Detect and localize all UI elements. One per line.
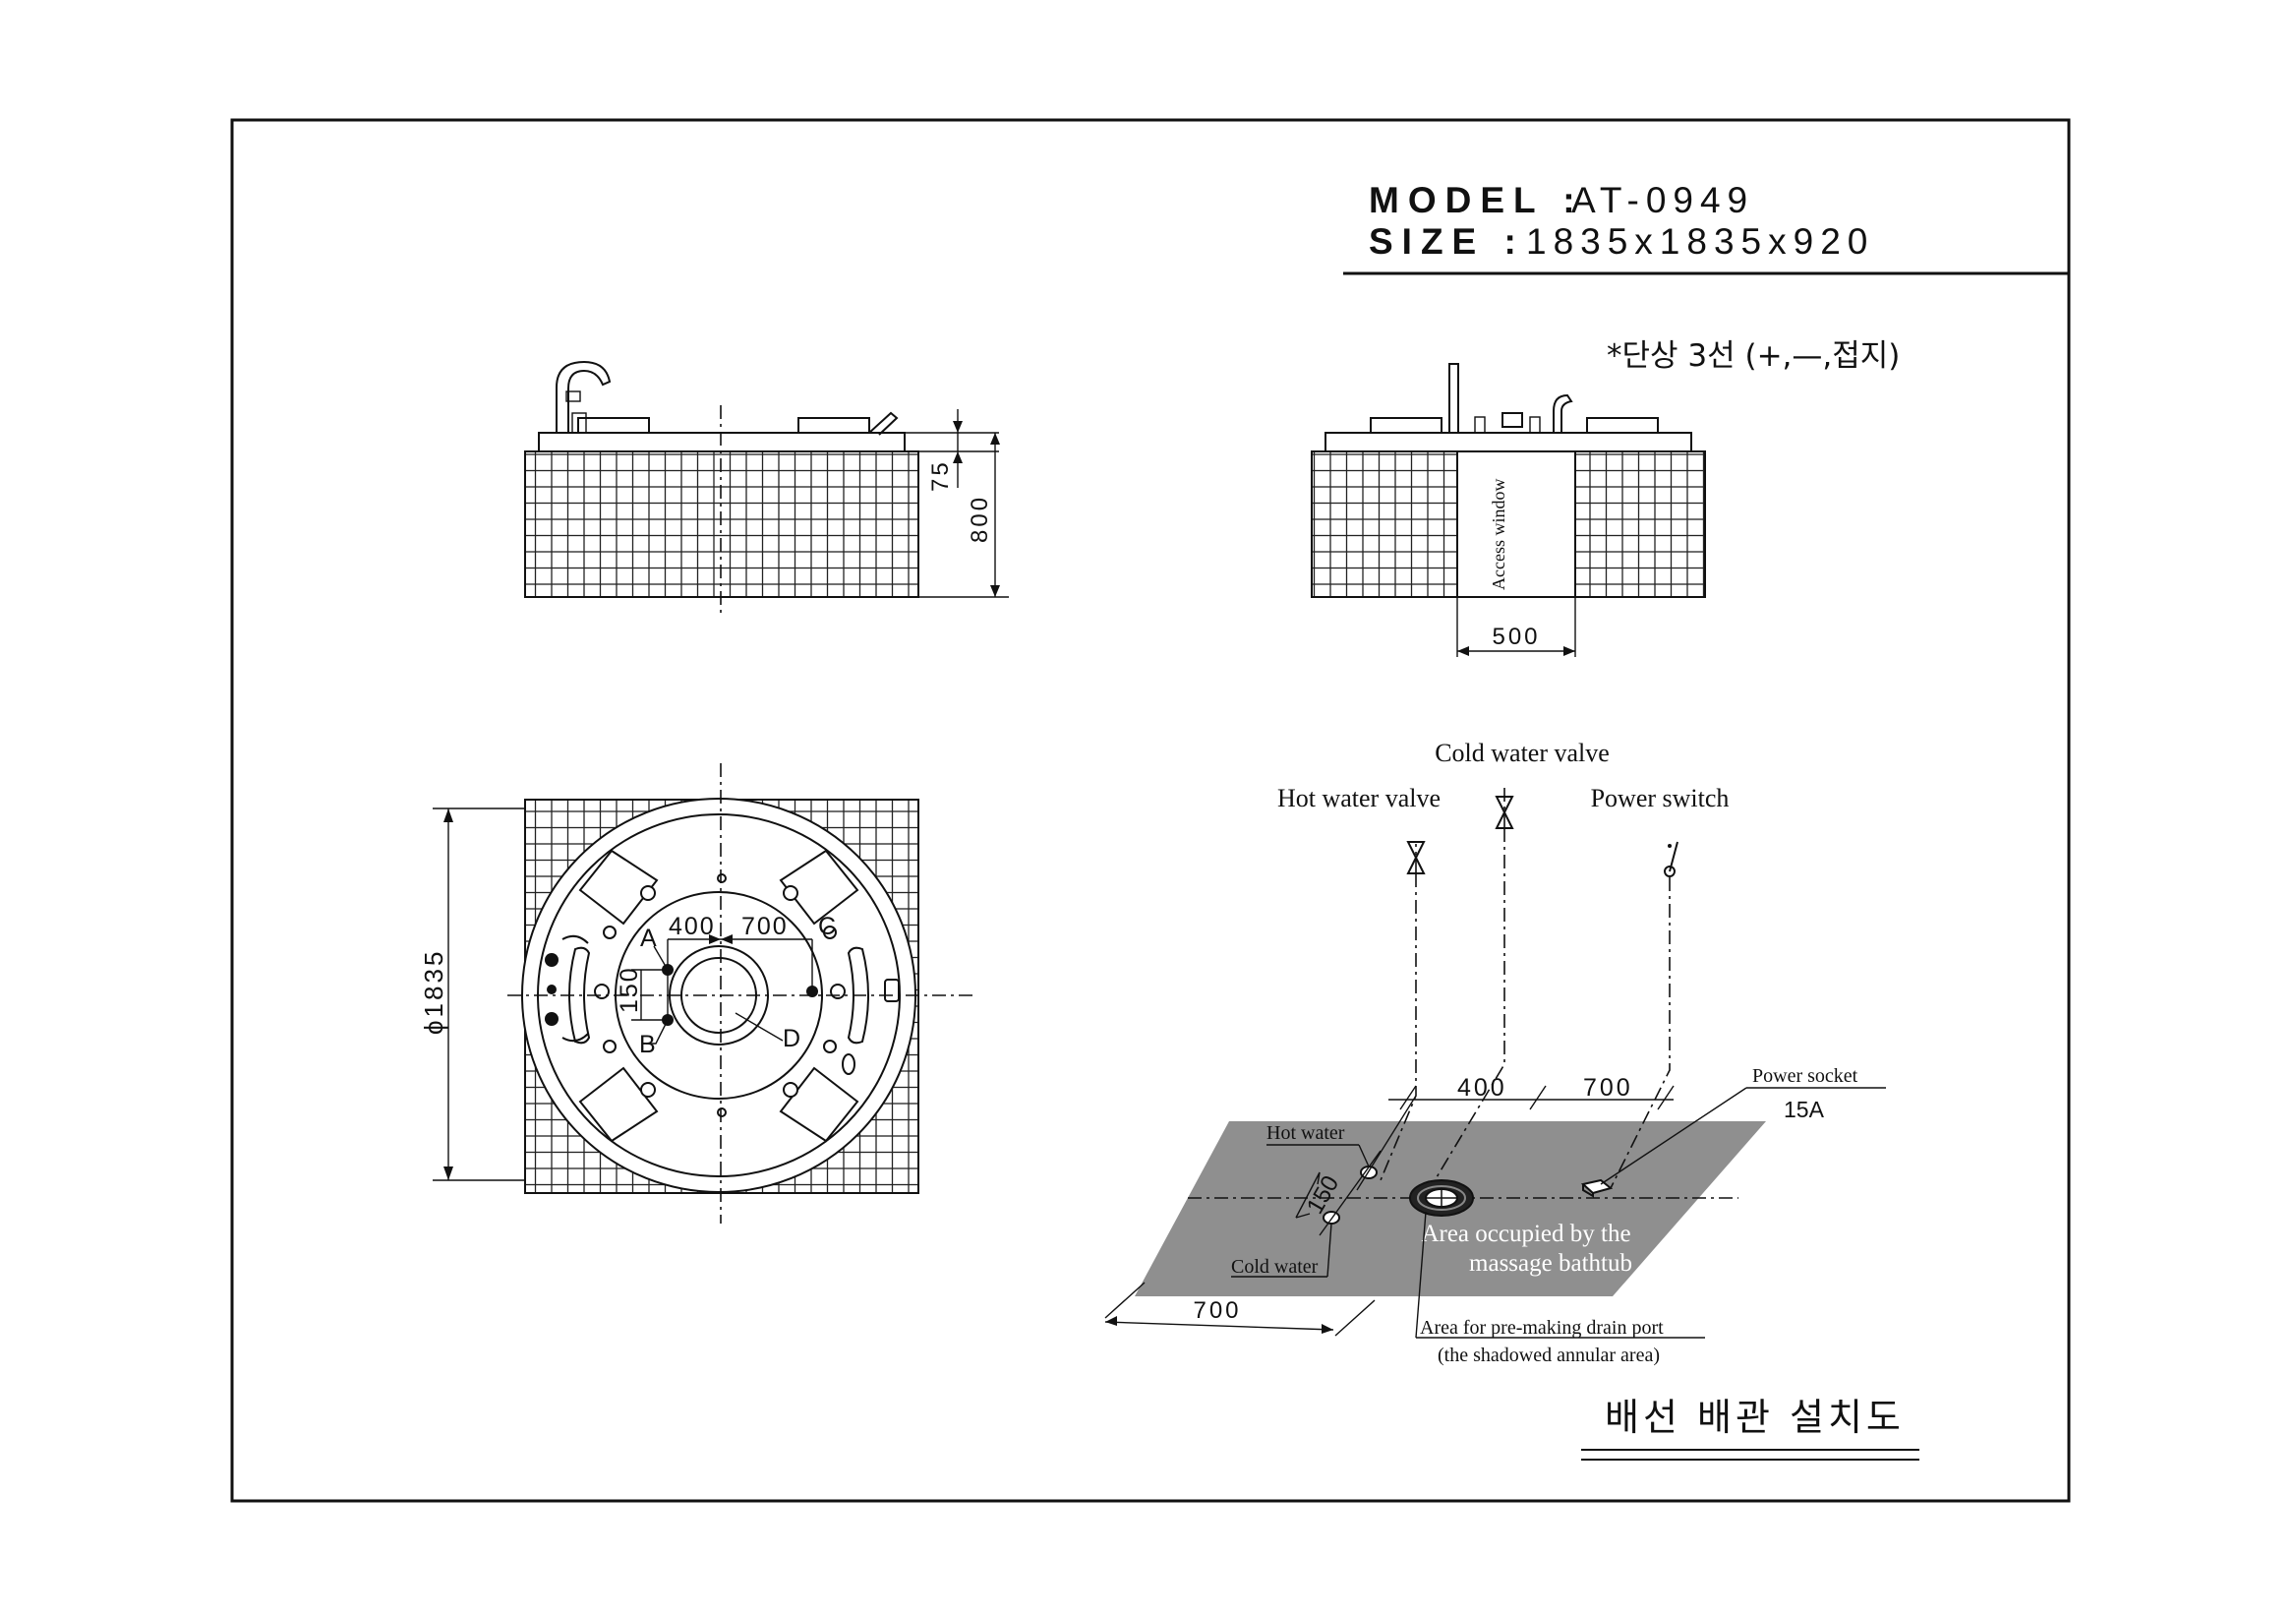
access-window-label: Access window bbox=[1489, 479, 1508, 590]
point-b-label: B bbox=[639, 1031, 656, 1058]
plan-dim-400: 400 bbox=[669, 913, 716, 940]
plan-dim-700: 700 bbox=[741, 913, 789, 940]
install-dim-700-top: 700 bbox=[1583, 1074, 1633, 1102]
area-line2: massage bathtub bbox=[1469, 1250, 1632, 1277]
drain-line2: (the shadowed annular area) bbox=[1438, 1345, 1660, 1366]
sheet-border bbox=[230, 118, 2071, 1503]
side-elevation: Access window 500 bbox=[1311, 363, 1706, 657]
power-socket-label: Power socket bbox=[1752, 1065, 1858, 1087]
point-c-label: C bbox=[818, 913, 836, 940]
power-socket-icon bbox=[1580, 1178, 1614, 1198]
size-label: SIZE : bbox=[1369, 221, 1525, 262]
power-switch-icon bbox=[1664, 841, 1678, 877]
model-value: AT-0949 bbox=[1571, 180, 1754, 220]
dim-top-edge: 75 bbox=[927, 459, 954, 492]
install-dim-400: 400 bbox=[1457, 1074, 1507, 1102]
install-dim-700-bottom: 700 bbox=[1193, 1297, 1241, 1324]
model-header: MODEL : AT-0949 SIZE : 1835x1835x920 bbox=[1343, 180, 2069, 275]
power-switch-label: Power switch bbox=[1591, 784, 1730, 812]
cold-water-label: Cold water bbox=[1231, 1256, 1319, 1278]
size-value: 1835x1835x920 bbox=[1526, 221, 1874, 262]
drain-line1: Area for pre-making drain port bbox=[1420, 1317, 1664, 1339]
plan-dim-150: 150 bbox=[616, 966, 643, 1013]
cold-water-valve-label: Cold water valve bbox=[1435, 739, 1610, 767]
installation-diagram: Area occupied by the massage bathtub Col… bbox=[1104, 739, 1886, 1366]
cold-valve-icon bbox=[1495, 796, 1514, 829]
footer-title-block: 배선 배관 설치도 bbox=[1581, 1396, 1919, 1461]
dim-height: 800 bbox=[967, 495, 993, 543]
model-label: MODEL : bbox=[1369, 180, 1584, 220]
drain-icon bbox=[1409, 1179, 1474, 1217]
hot-water-label: Hot water bbox=[1266, 1122, 1345, 1144]
electrical-note: *단상 3선 (+,—,접지) bbox=[1607, 338, 1900, 374]
point-a-label: A bbox=[640, 925, 657, 952]
access-window-width: 500 bbox=[1492, 624, 1540, 650]
plan-diameter: ϕ1835 bbox=[419, 949, 448, 1035]
hot-water-valve-label: Hot water valve bbox=[1277, 784, 1441, 812]
point-d-label: D bbox=[783, 1025, 800, 1052]
footer-title: 배선 배관 설치도 bbox=[1605, 1396, 1905, 1439]
area-line1: Area occupied by the bbox=[1421, 1221, 1630, 1247]
plan-view: A B C D 400 700 150 ϕ1835 bbox=[419, 763, 973, 1224]
hot-valve-icon bbox=[1406, 841, 1426, 874]
socket-rating: 15A bbox=[1784, 1097, 1825, 1122]
front-elevation: 75 800 bbox=[524, 360, 1009, 614]
